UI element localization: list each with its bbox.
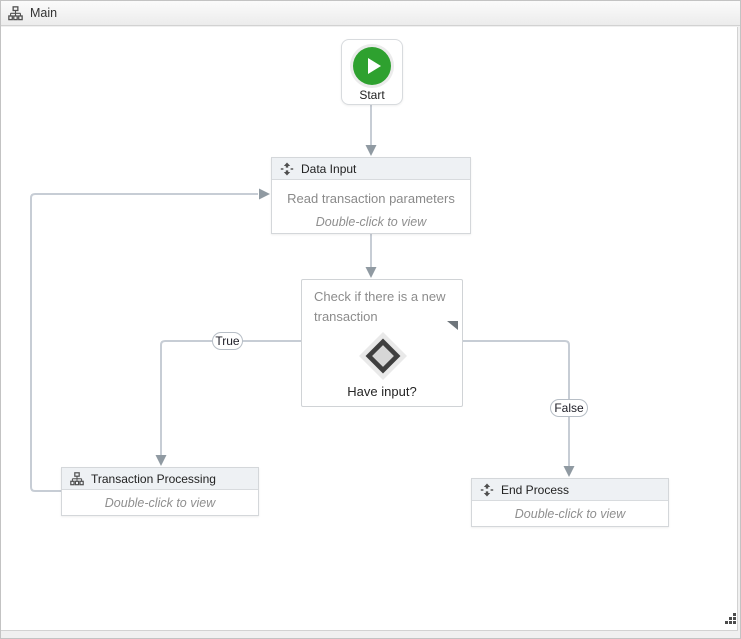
flowchart-icon bbox=[70, 471, 84, 485]
activity-title: Transaction Processing bbox=[91, 471, 216, 486]
double-click-hint: Double-click to view bbox=[104, 496, 216, 510]
double-click-hint: Double-click to view bbox=[514, 507, 626, 521]
panel-titlebar: Main bbox=[1, 1, 740, 26]
sequence-icon bbox=[480, 483, 494, 496]
activity-data-input-header: Data Input bbox=[272, 158, 470, 180]
decision-question: Have input? bbox=[347, 384, 417, 399]
activity-description: Read transaction parameters bbox=[287, 191, 455, 206]
true-label-text: True bbox=[215, 334, 240, 348]
play-icon bbox=[353, 47, 391, 85]
activity-title: Data Input bbox=[301, 161, 357, 176]
start-node[interactable]: Start bbox=[341, 39, 403, 105]
branch-label-true[interactable]: True bbox=[212, 332, 243, 350]
flowchart-icon bbox=[8, 5, 23, 20]
branch-label-false[interactable]: False bbox=[550, 399, 588, 417]
decision-diamond-icon bbox=[359, 332, 407, 380]
activity-transaction-processing[interactable]: Transaction Processing Double-click to v… bbox=[61, 467, 259, 516]
activity-transaction-processing-header: Transaction Processing bbox=[62, 468, 258, 490]
double-click-hint: Double-click to view bbox=[315, 215, 427, 229]
resize-grip-icon[interactable] bbox=[725, 613, 737, 625]
decision-annotation: Check if there is a new transaction bbox=[314, 289, 446, 324]
activity-end-process-header: End Process bbox=[472, 479, 668, 501]
start-label: Start bbox=[359, 88, 385, 102]
panel-title: Main bbox=[30, 6, 58, 20]
decision-node-have-input[interactable]: Check if there is a new transaction Have… bbox=[301, 279, 463, 407]
activity-end-process[interactable]: End Process Double-click to view bbox=[471, 478, 669, 527]
activity-data-input[interactable]: Data Input Read transaction parameters D… bbox=[271, 157, 471, 234]
activity-title: End Process bbox=[501, 482, 570, 497]
annotation-corner-icon[interactable] bbox=[447, 321, 458, 330]
sequence-icon bbox=[280, 162, 294, 175]
false-label-text: False bbox=[554, 401, 584, 415]
